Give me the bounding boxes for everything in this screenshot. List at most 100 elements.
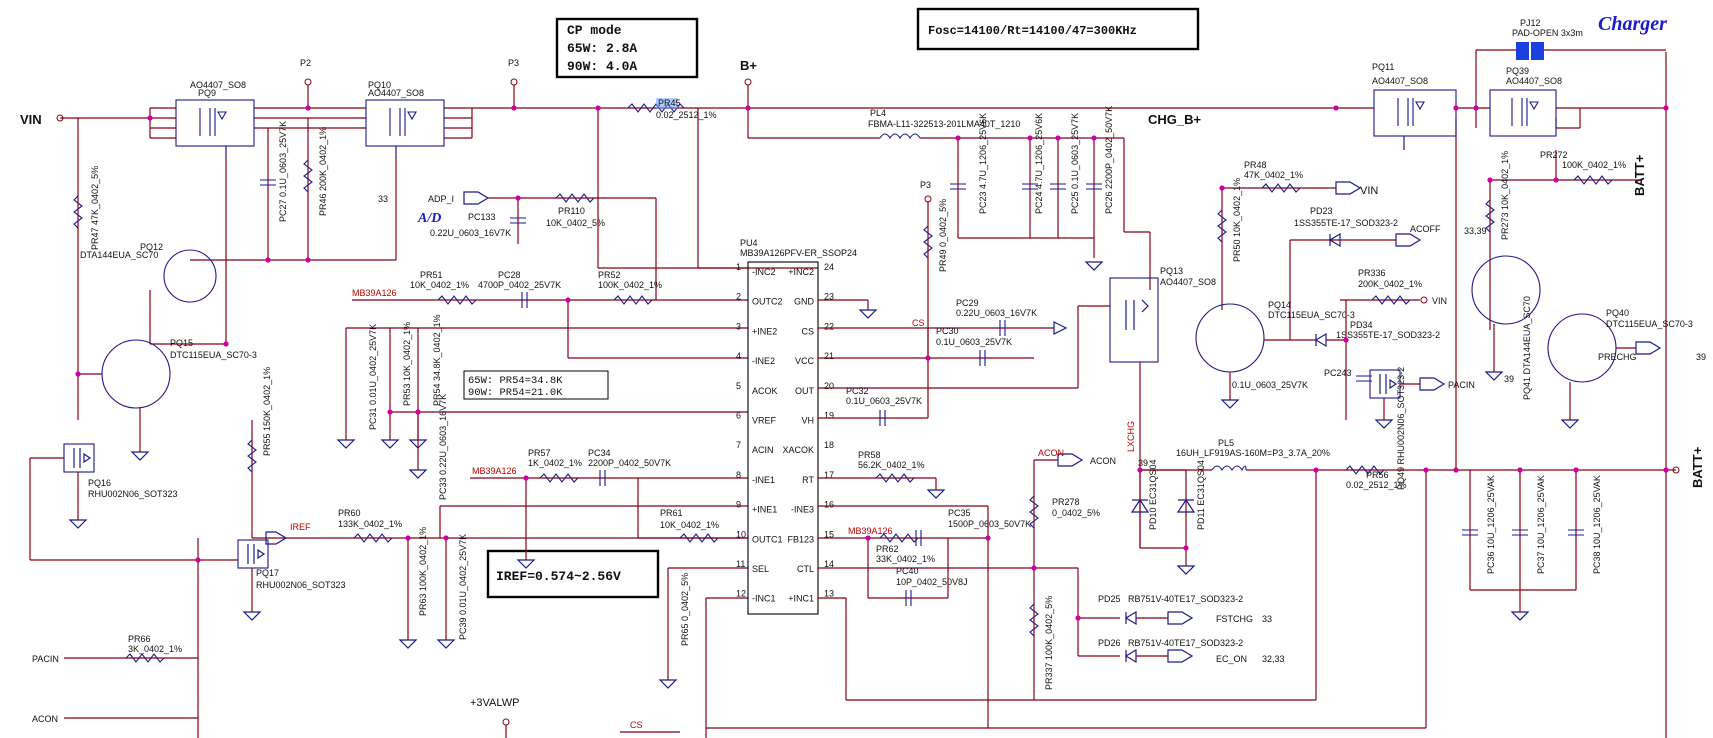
net-vin2: VIN — [1360, 185, 1378, 197]
pd25-ref: PD25 — [1098, 594, 1121, 604]
pr48-value: 47K_0402_1% — [1244, 170, 1303, 180]
net-iref: IREF — [290, 522, 311, 532]
pc27-label: PC27 0.1U_0603_25V7K — [278, 121, 288, 222]
pq39-mosfet: PQ39 AO4407_SO8 — [1489, 66, 1562, 137]
loop2-network: MB39A126 PR51 10K_0402_1% PC28 4700P_040… — [336, 270, 748, 500]
pr336-ref: PR336 — [1358, 268, 1386, 278]
net-pacin2: PACIN — [1448, 380, 1475, 390]
pu4-pin-num-left: 7 — [736, 440, 741, 450]
pr48-ref: PR48 — [1244, 160, 1267, 170]
pc25-label: PC25 0.1U_0603_25V7K — [1070, 113, 1080, 214]
net-p3a: P3 — [508, 58, 519, 68]
net-acon: ACON — [32, 714, 58, 724]
pr46-label: PR46 200K_0402_1% — [318, 127, 328, 216]
pc40-value: 10P_0402_50V8J — [896, 577, 968, 587]
pr61-value: 10K_0402_1% — [660, 520, 719, 530]
pu4-pin-name-right: CS — [801, 326, 814, 336]
ref-32-33: 32,33 — [1262, 654, 1285, 664]
pl4-ref: PL4 — [870, 108, 886, 118]
pc23-label: PC23 4.7U_1206_25V6K — [978, 113, 988, 214]
pc36-label: PC36 10U_1206_25VAK — [1486, 475, 1496, 574]
pc33-label: PC33 0.22U_0603_16V7K — [438, 394, 448, 500]
cp-mode-line2: 65W: 2.8A — [567, 41, 637, 56]
pq16-value: RHU002N06_SOT323 — [88, 489, 178, 499]
pr337-label: PR337 100K_0402_5% — [1044, 596, 1054, 690]
pq14-value: DTC115EUA_SC70-3 — [1268, 310, 1355, 320]
pq11-mosfet: PQ11 AO4407_SO8 — [1372, 62, 1457, 150]
pq10-ref: PQ10 — [368, 80, 391, 90]
pc30-value: 0.1U_0603_25V7K — [936, 337, 1012, 347]
pu4-pin-num-right: 13 — [824, 589, 834, 599]
pq13-ref: PQ13 — [1160, 266, 1183, 276]
pq12-ref: PQ12 — [140, 242, 163, 252]
net-batt-plus-1: BATT+ — [1632, 154, 1647, 196]
net-adp-i: ADP_I — [428, 194, 454, 204]
pr110-value: 10K_0402_5% — [546, 218, 605, 228]
pc133-value: 0.22U_0603_16V7K — [430, 228, 511, 238]
pr54-label: PR54 34.8K_0402_1% — [432, 314, 442, 406]
input-caps: PC23 4.7U_1206_25V6K PC24 4.7U_1206_25V6… — [950, 106, 1114, 271]
pr56-value: 0.02_2512_1% — [1346, 480, 1407, 490]
pu4-pin-num-right: 17 — [824, 470, 834, 480]
pq12-value: DTA144EUA_SC70 — [80, 250, 158, 260]
net-valwp: +3VALWP — [470, 697, 519, 709]
pc32-ref: PC32 — [846, 386, 869, 396]
pc29-ref: PC29 — [956, 298, 979, 308]
pc35-ref: PC35 — [948, 508, 971, 518]
cp-mode-note: CP mode 65W: 2.8A 90W: 4.0A — [555, 17, 699, 79]
pr49-label: PR49 0_0402_5% — [938, 199, 948, 272]
pc29-value: 0.22U_0603_16V7K — [956, 308, 1037, 318]
net-acon2: ACON — [1038, 448, 1064, 458]
pc39-label: PC39 0.01U_0402_25V7K — [458, 534, 468, 640]
pu4-pin-name-right: +INC1 — [788, 594, 814, 604]
pu4-pin-num-right: 18 — [824, 440, 834, 450]
pu4-ic: PU4 MB39A126PFV-ER_SSOP24 -INC21OUTC22+I… — [736, 238, 857, 615]
pu4-pin-name-left: VREF — [752, 416, 777, 426]
pq9-ref: PQ9 — [198, 88, 216, 98]
pc34-value: 2200P_0402_50V7K — [588, 458, 671, 468]
pc133-ref: PC133 — [468, 212, 496, 222]
pd26-ref: PD26 — [1098, 638, 1121, 648]
pr54-note: 65W: PR54=34.8K 90W: PR54=21.0K — [463, 370, 609, 400]
pu4-right-network: CS PC29 0.22U_0603_16V7K PC30 0.1U_0603_… — [706, 180, 1427, 729]
pq11-value: AO4407_SO8 — [1372, 76, 1428, 86]
pq39-value: AO4407_SO8 — [1506, 76, 1562, 86]
pu4-pin-num-right: 22 — [824, 321, 834, 331]
pu4-pin-num-left: 3 — [736, 321, 741, 331]
net-prechg: PRECHG — [1598, 352, 1637, 362]
pd23-value: 1SS355TE-17_SOD323-2 — [1294, 218, 1398, 228]
pc28-value: 4700P_0402_25V7K — [478, 280, 561, 290]
pr110-ref: PR110 — [558, 206, 585, 216]
pu4-pin-name-left: +INE2 — [752, 326, 777, 336]
net-cs: CS — [912, 318, 925, 328]
pc26-label: PC26 2200P_0402_50V7K — [1104, 106, 1114, 214]
pu4-pin-name-right: GND — [794, 297, 815, 307]
pq14-ref: PQ14 — [1268, 300, 1291, 310]
pd23-ref: PD23 — [1310, 206, 1333, 216]
pr58-value: 56.2K_0402_1% — [858, 460, 925, 470]
fosc-text: Fosc=14100/Rt=14100/47=300KHz — [928, 24, 1137, 38]
pq9-value: AO4407_SO8 — [190, 80, 246, 90]
pr52-ref: PR52 — [598, 270, 621, 280]
pr45-ref: PR45 — [658, 98, 681, 108]
ref-33b: 33 — [1262, 614, 1272, 624]
pu4-pin-name-right: VCC — [795, 356, 815, 366]
pq13-value: AO4407_SO8 — [1160, 277, 1216, 287]
pd25-value: RB751V-40TE17_SOD323-2 — [1128, 594, 1243, 604]
pu4-pin-name-left: -INC1 — [752, 594, 776, 604]
pr55-label: PR55 150K_0402_1% — [262, 367, 272, 456]
pq17-value: RHU002N06_SOT323 — [256, 580, 346, 590]
pr51-value: 10K_0402_1% — [410, 280, 469, 290]
ref-39a: 39 — [1138, 458, 1148, 468]
pu4-pin-num-left: 10 — [736, 529, 746, 539]
pd34-value: 1SS355TE-17_SOD323-2 — [1336, 330, 1440, 340]
pr56-ref: PR56 — [1366, 470, 1389, 480]
pd26-value: RB751V-40TE17_SOD323-2 — [1128, 638, 1243, 648]
pq15-ref: PQ15 — [170, 338, 193, 348]
pj12-jumper: PJ12 PAD-OPEN 3x3m — [1512, 18, 1583, 60]
net-mb3: MB39A126 — [848, 526, 893, 536]
ref-33a: 33 — [378, 194, 388, 204]
pl4-bead: PL4 FBMA-L11-322513-201LMA40T_1210 — [868, 108, 1020, 140]
pc31-label: PC31 0.01U_0402_25V7K — [368, 324, 378, 430]
net-ad: A/D — [417, 211, 441, 226]
